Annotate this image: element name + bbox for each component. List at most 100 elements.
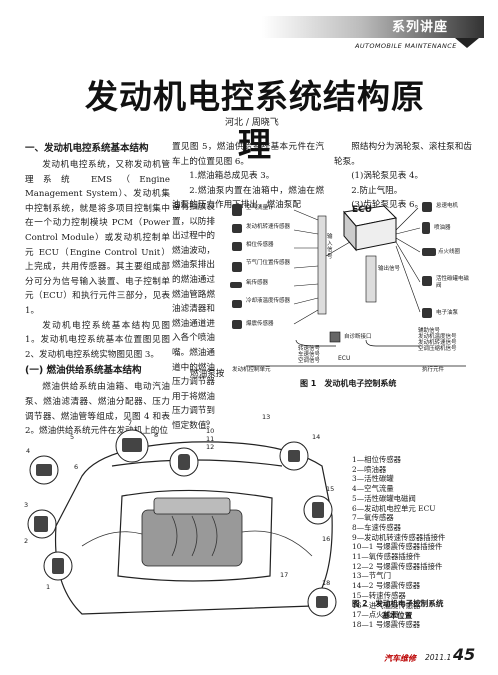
input-label: 氧传感器 (246, 280, 269, 286)
legend-item: 9—发动机转速传感器插接件 (352, 532, 446, 542)
legend-item: 2—喷油器 (352, 464, 387, 474)
engine-bay (117, 489, 273, 582)
fig2-caption: 图 2 发动机电子控制系统 基本位置 (352, 598, 472, 622)
callout-number: 6 (74, 463, 79, 471)
paragraph: 置见图 5，燃油供给系统基本元件在汽车上的位置见图 6。 (172, 142, 324, 167)
list-item: 2.防止气阻。 (351, 185, 403, 196)
legend-item: 8—车速传感器 (352, 522, 402, 532)
legend-item: 16—进气温度传感器 (352, 600, 421, 610)
column-1: 一、发动机电控系统基本结构 发动机电控系统，又称发动机管理系统 EMS（Engi… (25, 140, 170, 439)
legend-item: 10—1 号爆震传感器插接件 (352, 542, 443, 552)
diag-connector-icon (329, 331, 341, 343)
input-bus (317, 215, 327, 315)
callout-number: 9 (206, 419, 211, 427)
engine-block (141, 509, 243, 567)
callout-number: 3 (24, 501, 29, 509)
input-label: 冷却液温度传感器 (246, 298, 291, 304)
actuator-icon (422, 222, 430, 234)
sensor-icon (232, 320, 242, 329)
list-item: (1)涡轮泵见表 4。 (351, 171, 424, 182)
callout-number: 11 (206, 435, 215, 443)
callout-number: 17 (280, 571, 289, 579)
input-label: 发动机转速传感器 (246, 224, 291, 230)
fig2-illustration (27, 429, 337, 617)
input-label: 爆震传感器 (246, 321, 274, 327)
bottom-label: ECU (338, 355, 351, 362)
legend-item: 18—1 号爆震传感器 (352, 619, 421, 629)
sensor-icon (230, 282, 242, 288)
sensor-icon (232, 204, 242, 216)
legend-item: 17—点火线圈 (352, 610, 399, 620)
aux-label: 空调信号 (298, 358, 321, 364)
fig2-caption-line: 图 2 发动机电子控制系统 (352, 599, 444, 608)
fig2-legend: 1—相位传感器 2—喷油器 3—活性碳罐 4—空气流量 5—活性碳罐电磁阀 6—… (352, 455, 472, 630)
callout-number: 2 (24, 537, 29, 545)
aux-label: 辅助信号 (418, 328, 441, 334)
callout-number: 1 (46, 583, 51, 591)
figure-2: 5 4 7 6 8 9 10 11 12 13 14 15 16 17 18 3… (22, 406, 344, 631)
output-label: 喷油器 (434, 225, 451, 231)
aux-label: 车速信号 (298, 352, 321, 358)
legend-item: 3—活性碳罐 (352, 474, 394, 484)
callout-number: 13 (262, 413, 271, 421)
sensor-icon (232, 262, 242, 272)
footer-issue: 2011.1 (425, 653, 452, 662)
legend-item: 13—节气门 (352, 571, 391, 581)
actuator-icon (422, 248, 436, 256)
legend-item: 12—2 号爆震传感器插接件 (352, 561, 443, 571)
ecu-label: ECU (352, 205, 373, 215)
legend-item: 1—相位传感器 (352, 455, 402, 464)
header-band (262, 16, 484, 38)
aux-label: 发动机转速信号 (418, 340, 457, 346)
callout-number: 4 (26, 447, 31, 455)
actuator-icon (422, 202, 432, 212)
list-item: (3)齿轮泵见表 6。 (351, 200, 424, 211)
callout-number: 18 (322, 579, 331, 587)
output-signal-label: 输出信号 (378, 266, 401, 272)
paragraph: 照结构分为涡轮泵、滚柱泵和齿轮泵。 (334, 142, 472, 167)
callout-number: 14 (312, 433, 321, 441)
actuator-icon (422, 308, 432, 318)
output-label: 怠速电机 (436, 203, 459, 209)
list-item: 1.燃油箱总成见表 3。 (189, 171, 275, 182)
paragraph: 发动机电控系统基本结构见图 1。发动机电控系统基本位置图见图 2、发动机电控系统… (25, 320, 170, 360)
legend-item: 6—发动机电控单元 ECU (352, 503, 436, 513)
byline: 河北 / 周晓飞 (225, 118, 279, 128)
callout-number: 5 (70, 433, 75, 441)
column-2-tail: 燃油泵按 (190, 369, 225, 379)
callout-number: 15 (326, 485, 335, 493)
input-label: 空气流量计 (246, 205, 274, 211)
legend-item: 11—氧传感器插接件 (352, 552, 421, 562)
series-english: AUTOMOBILE MAINTENANCE (355, 42, 457, 50)
paragraph: 发动机电控系统，又称发动机管理系统 EMS（Engine Management … (25, 160, 170, 316)
article-title: 发动机电控系统结构原理 (85, 77, 425, 164)
output-label: 点火线圈 (438, 249, 461, 255)
footer-magazine: 汽车维修 (384, 654, 416, 663)
paragraph: 燃油供给系统由油箱、电动汽油泵、燃油滤清器、燃油分配器、压力调节器、燃油管等组成… (25, 382, 170, 437)
header-triangle-icon (455, 38, 479, 48)
figure-1: 空气流量计 发动机转速传感器 相位传感器 节气门位置传感器 氧传感器 冷却液温度… (226, 196, 476, 374)
callout-number: 7 (128, 419, 133, 427)
section-heading: 一、发动机电控系统基本结构 (25, 143, 149, 154)
legend-item: 5—活性碳罐电磁阀 (352, 493, 416, 503)
output-label: 电子油泵 (436, 310, 459, 316)
sensor-icon (232, 300, 242, 308)
input-label: 相位传感器 (246, 242, 274, 248)
aux-label: 空调压缩机信号 (418, 346, 457, 352)
fig2-caption-line: 基本位置 (382, 611, 413, 620)
bottom-label: 发动机控制单元 (232, 367, 271, 373)
legend-item: 14—2 号爆震传感器 (352, 581, 421, 591)
column-3: 照结构分为涡轮泵、滚柱泵和齿轮泵。 (1)涡轮泵见表 4。 2.防止气阻。 (3… (334, 140, 472, 213)
fig1-caption: 图 1 发动机电子控制系统 (300, 379, 397, 388)
actuator-icon (422, 276, 432, 286)
legend-item: 15—转速传感器 (352, 590, 406, 600)
callout-number: 16 (322, 535, 331, 543)
input-label: 节气门位置传感器 (246, 260, 291, 266)
callout-number: 8 (154, 431, 159, 439)
series-label: 系列讲座 (392, 20, 449, 35)
self-diag-label: 自诊断接口 (344, 334, 372, 340)
aux-label: 发动机温度信号 (418, 334, 457, 340)
sensor-icon (232, 242, 242, 251)
page-number: 45 (453, 645, 476, 664)
input-signal-label: 输入信号 (327, 234, 333, 260)
